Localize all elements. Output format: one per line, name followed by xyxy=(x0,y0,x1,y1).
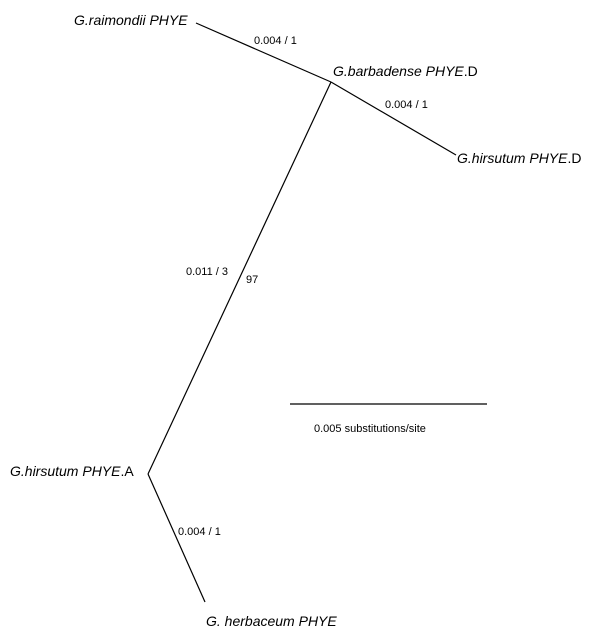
taxon-herbaceum: G. herbaceum PHYE xyxy=(206,613,337,629)
taxon-raimondii-name: G.raimondii PHYE xyxy=(74,12,188,28)
branch-label-raimondii: 0.004 / 1 xyxy=(254,35,297,47)
branch-internal xyxy=(147,81,332,475)
branch-label-herbaceum: 0.004 / 1 xyxy=(178,526,221,538)
branch-label-internal: 0.011 / 3 xyxy=(186,266,228,278)
branch-label-hirsutum-d: 0.004 / 1 xyxy=(385,99,428,111)
branch-hirsutum-d xyxy=(330,81,457,156)
taxon-hirsutum-a-suffix: .A xyxy=(120,463,134,479)
taxon-hirsutum-a: G.hirsutum PHYE.A xyxy=(10,463,134,479)
taxon-barbadense-d: G.barbadense PHYE.D xyxy=(333,63,478,79)
branch-raimondii xyxy=(195,22,332,83)
scale-bar-label: 0.005 substitutions/site xyxy=(314,423,426,435)
taxon-raimondii: G.raimondii PHYE xyxy=(74,12,188,28)
bootstrap-label: 97 xyxy=(246,274,258,286)
taxon-hirsutum-a-name: G.hirsutum PHYE xyxy=(10,463,121,479)
taxon-hirsutum-d-name: G.hirsutum PHYE xyxy=(457,150,568,166)
taxon-hirsutum-d: G.hirsutum PHYE.D xyxy=(457,150,581,166)
taxon-herbaceum-name: G. herbaceum PHYE xyxy=(206,613,337,629)
taxon-barbadense-suffix: .D xyxy=(464,63,478,79)
taxon-hirsutum-d-suffix: .D xyxy=(567,150,581,166)
branch-herbaceum xyxy=(147,473,206,603)
taxon-barbadense-name: G.barbadense PHYE xyxy=(333,63,464,79)
